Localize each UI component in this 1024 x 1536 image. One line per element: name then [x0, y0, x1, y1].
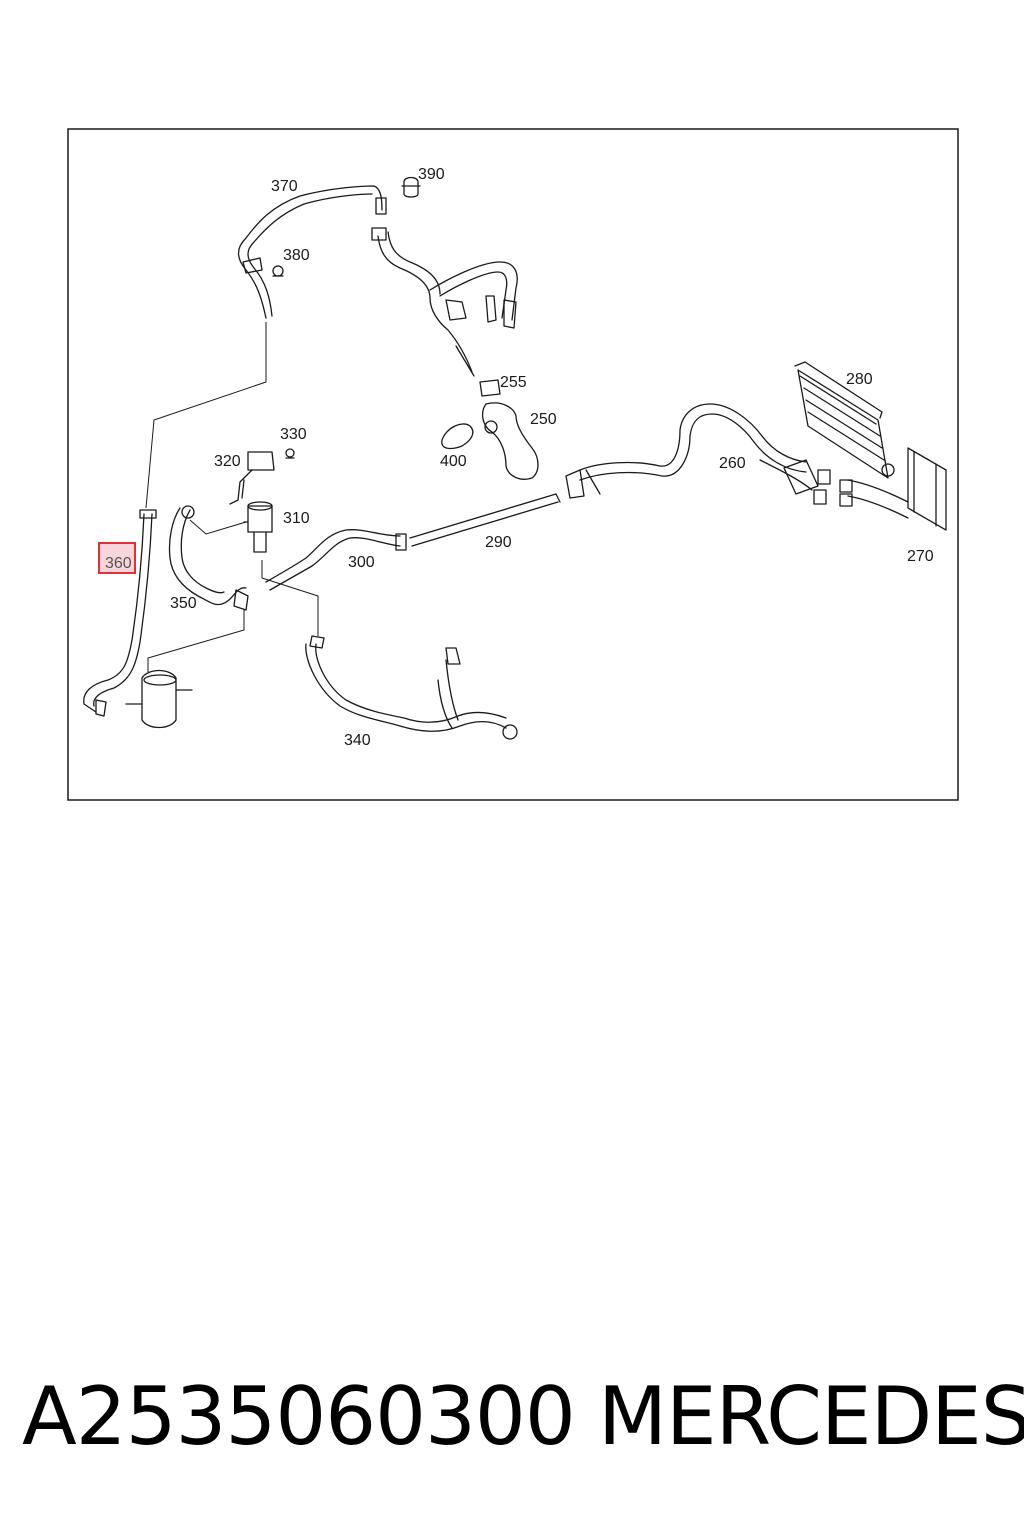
gasket-400: [441, 423, 474, 450]
hose-260: [565, 403, 831, 505]
hose-350: [168, 505, 249, 611]
callout-370: 370: [271, 178, 298, 195]
callout-350: 350: [170, 595, 197, 612]
diagram-frame: [67, 128, 959, 801]
callout-250: 250: [530, 411, 557, 428]
hose-upper-center: [371, 227, 518, 377]
exchanger-270: [839, 447, 947, 531]
leader-lines: [145, 322, 319, 672]
callout-330: 330: [280, 426, 307, 443]
bracket-320: [229, 451, 275, 505]
parts-diagram: 370 390 380 255 250 400 280 330 320 310 …: [67, 128, 959, 801]
footer: A2535060300 MERCEDES: [0, 1370, 1024, 1480]
screw-330: [285, 448, 295, 459]
hose-290: [409, 493, 561, 547]
callout-255: 255: [500, 374, 527, 391]
callout-310: 310: [283, 510, 310, 527]
callout-400: 400: [440, 453, 467, 470]
highlight-box-360: [98, 542, 136, 574]
callout-290: 290: [485, 534, 512, 551]
callout-300: 300: [348, 554, 375, 571]
hose-370: [237, 185, 387, 319]
callout-360: 360: [105, 555, 132, 572]
pump: [125, 669, 193, 729]
part-number: A2535060300: [22, 1370, 576, 1463]
fitting-380: [272, 265, 284, 277]
hose-340: [305, 635, 518, 740]
callout-260: 260: [719, 455, 746, 472]
callout-280: 280: [846, 371, 873, 388]
callout-270: 270: [907, 548, 934, 565]
valve-310: [243, 501, 273, 553]
callout-340: 340: [344, 732, 371, 749]
clamp-390: [401, 176, 421, 198]
hose-300: [265, 529, 407, 591]
heater-core-280: [794, 361, 895, 479]
callout-390: 390: [418, 166, 445, 183]
hose-360: [83, 509, 157, 717]
brand-name: MERCEDES: [598, 1370, 1024, 1463]
callout-320: 320: [214, 453, 241, 470]
hose-250: [481, 402, 539, 480]
callout-380: 380: [283, 247, 310, 264]
clamp-255: [479, 379, 501, 397]
